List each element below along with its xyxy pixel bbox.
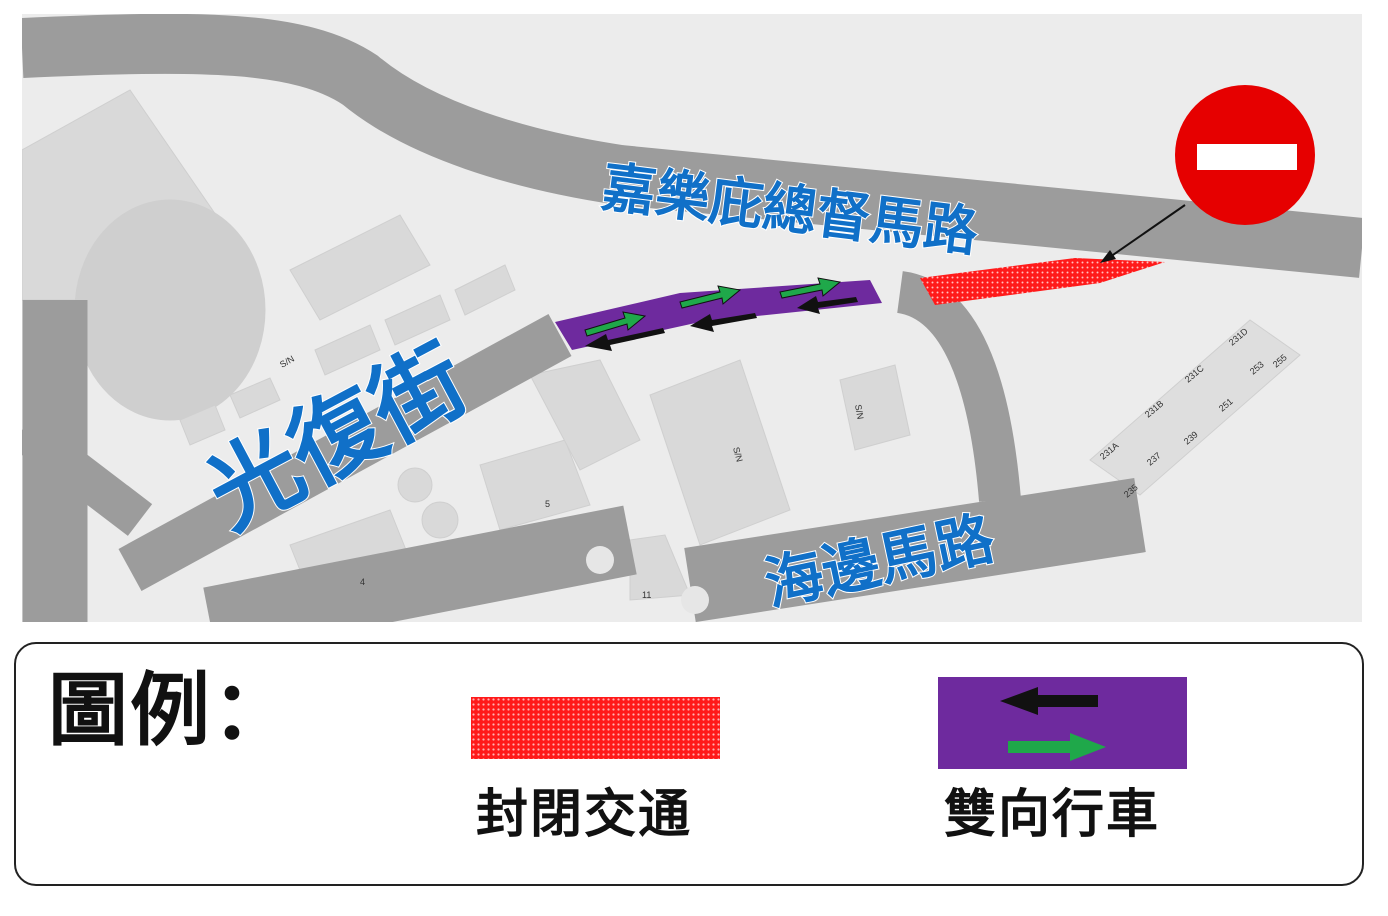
buildings	[22, 89, 1301, 621]
svg-text:S/N: S/N	[853, 404, 865, 421]
left-arrow-icon	[1000, 687, 1098, 715]
two-way-traffic-label: 雙向行車	[944, 785, 1161, 845]
closed-traffic-swatch	[471, 697, 720, 759]
legend-title: 圖例：	[48, 664, 294, 757]
two-way-traffic-swatch	[938, 677, 1187, 769]
svg-text:S/N: S/N	[731, 446, 745, 463]
right-arrow-icon	[1008, 733, 1106, 761]
black-arrows	[585, 296, 858, 351]
roads	[22, 14, 1362, 622]
legend: 圖例： 封閉交通 雙向行車	[14, 642, 1364, 886]
closed-traffic-label: 封閉交通	[476, 785, 693, 845]
svg-text:4: 4	[360, 577, 365, 587]
green-arrows	[584, 277, 842, 337]
svg-text:5: 5	[545, 499, 550, 509]
map: S/N S/N S/N 4 5 11 231A 231B 231C 231D 2…	[22, 14, 1362, 622]
svg-text:11: 11	[642, 590, 651, 600]
closed-road-section	[920, 258, 1165, 305]
two-way-road-section	[555, 280, 882, 350]
pointer-arrow	[1100, 204, 1186, 263]
no-entry-icon	[1175, 85, 1315, 225]
